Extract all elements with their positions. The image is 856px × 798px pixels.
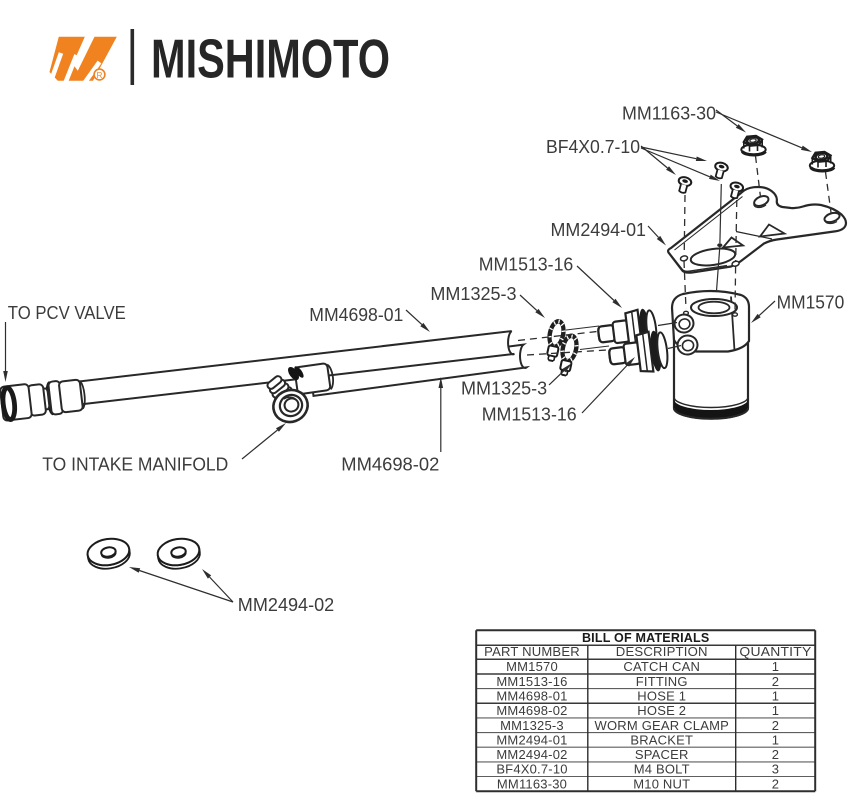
- svg-text:MM4698-02: MM4698-02: [341, 453, 439, 474]
- svg-text:FITTING: FITTING: [636, 674, 688, 689]
- svg-text:3: 3: [772, 762, 779, 777]
- svg-text:MM1513-16: MM1513-16: [482, 403, 577, 424]
- svg-text:MM1163-30: MM1163-30: [497, 776, 567, 791]
- svg-text:HOSE 1: HOSE 1: [637, 689, 686, 704]
- svg-text:BF4X0.7-10: BF4X0.7-10: [496, 762, 567, 777]
- svg-text:BILL OF MATERIALS: BILL OF MATERIALS: [582, 630, 710, 645]
- svg-text:MM1570: MM1570: [777, 292, 845, 313]
- svg-text:DESCRIPTION: DESCRIPTION: [616, 644, 708, 659]
- svg-text:MM2494-01: MM2494-01: [551, 219, 647, 240]
- svg-text:MM1325-3: MM1325-3: [461, 378, 547, 399]
- svg-text:1: 1: [772, 703, 779, 718]
- svg-text:MISHIMOTO: MISHIMOTO: [151, 28, 390, 90]
- svg-text:TO INTAKE MANIFOLD: TO INTAKE MANIFOLD: [42, 453, 228, 474]
- svg-text:TO PCV VALVE: TO PCV VALVE: [8, 302, 126, 323]
- svg-text:MM2494-02: MM2494-02: [238, 594, 334, 615]
- svg-text:PART NUMBER: PART NUMBER: [484, 644, 580, 659]
- svg-text:MM2494-01: MM2494-01: [496, 732, 567, 747]
- svg-text:MM1570: MM1570: [506, 659, 558, 674]
- svg-text:MM1325-3: MM1325-3: [430, 283, 516, 304]
- svg-text:BF4X0.7-10: BF4X0.7-10: [546, 136, 640, 157]
- svg-text:BRACKET: BRACKET: [630, 732, 693, 747]
- svg-text:WORM GEAR CLAMP: WORM GEAR CLAMP: [595, 718, 729, 733]
- svg-text:2: 2: [772, 747, 779, 762]
- svg-text:M4 BOLT: M4 BOLT: [634, 762, 690, 777]
- svg-text:QUANTITY: QUANTITY: [739, 644, 811, 659]
- svg-text:2: 2: [772, 674, 779, 689]
- svg-text:SPACER: SPACER: [635, 747, 689, 762]
- svg-text:M10 NUT: M10 NUT: [633, 776, 690, 791]
- svg-text:1: 1: [772, 689, 779, 704]
- svg-text:HOSE 2: HOSE 2: [637, 703, 686, 718]
- svg-text:MM4698-01: MM4698-01: [496, 689, 567, 704]
- svg-text:MM2494-02: MM2494-02: [496, 747, 567, 762]
- svg-text:MM1513-16: MM1513-16: [496, 674, 567, 689]
- svg-text:2: 2: [772, 718, 779, 733]
- svg-text:CATCH CAN: CATCH CAN: [623, 659, 700, 674]
- svg-text:R: R: [97, 71, 103, 80]
- svg-text:MM1513-16: MM1513-16: [479, 254, 574, 275]
- svg-text:MM1325-3: MM1325-3: [500, 718, 564, 733]
- svg-text:MM1163-30: MM1163-30: [622, 103, 716, 124]
- svg-text:MM4698-02: MM4698-02: [496, 703, 567, 718]
- svg-text:1: 1: [772, 732, 779, 747]
- svg-text:MM4698-01: MM4698-01: [309, 304, 403, 325]
- svg-text:1: 1: [772, 659, 779, 674]
- svg-text:2: 2: [772, 776, 779, 791]
